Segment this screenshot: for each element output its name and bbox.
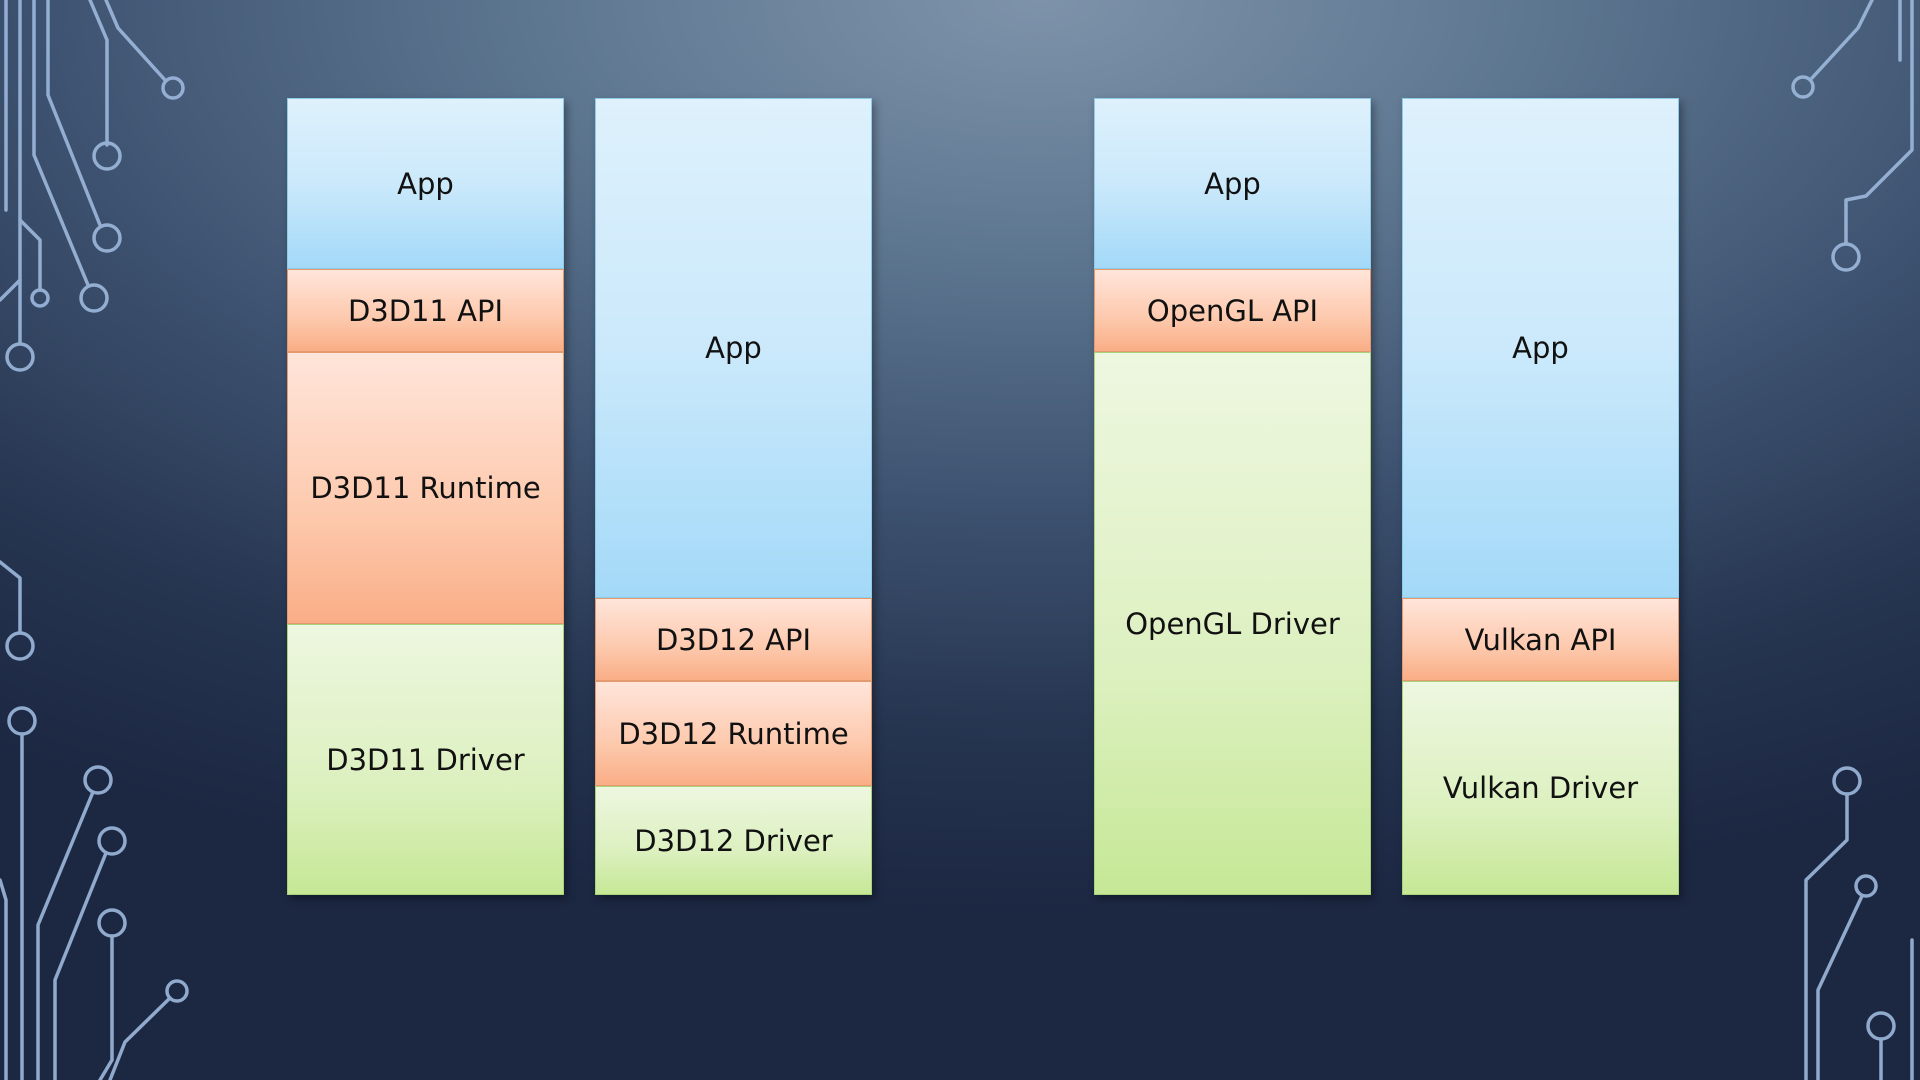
stack-vulkan-api-layer: Vulkan API [1402,598,1679,681]
stack-d3d12-runtime-layer: D3D12 Runtime [595,681,872,786]
stack-opengl-api-layer: OpenGL API [1094,269,1371,352]
stack-vulkan-driver-layer: Vulkan Driver [1402,681,1679,895]
stack-d3d11: App D3D11 API D3D11 Runtime D3D11 Driver [287,98,564,895]
stack-d3d11-app-layer: App [287,98,564,269]
stack-d3d11-driver-layer: D3D11 Driver [287,624,564,895]
stack-vulkan-app-layer: App [1402,98,1679,598]
stack-opengl: App OpenGL API OpenGL Driver [1094,98,1371,895]
stack-opengl-app-layer: App [1094,98,1371,269]
stack-vulkan: App Vulkan API Vulkan Driver [1402,98,1679,895]
stack-d3d11-runtime-layer: D3D11 Runtime [287,352,564,624]
stack-d3d11-api-layer: D3D11 API [287,269,564,352]
stack-d3d12-app-layer: App [595,98,872,598]
stack-d3d12-api-layer: D3D12 API [595,598,872,681]
stack-d3d12: App D3D12 API D3D12 Runtime D3D12 Driver [595,98,872,895]
stack-opengl-driver-layer: OpenGL Driver [1094,352,1371,895]
stack-d3d12-driver-layer: D3D12 Driver [595,786,872,895]
